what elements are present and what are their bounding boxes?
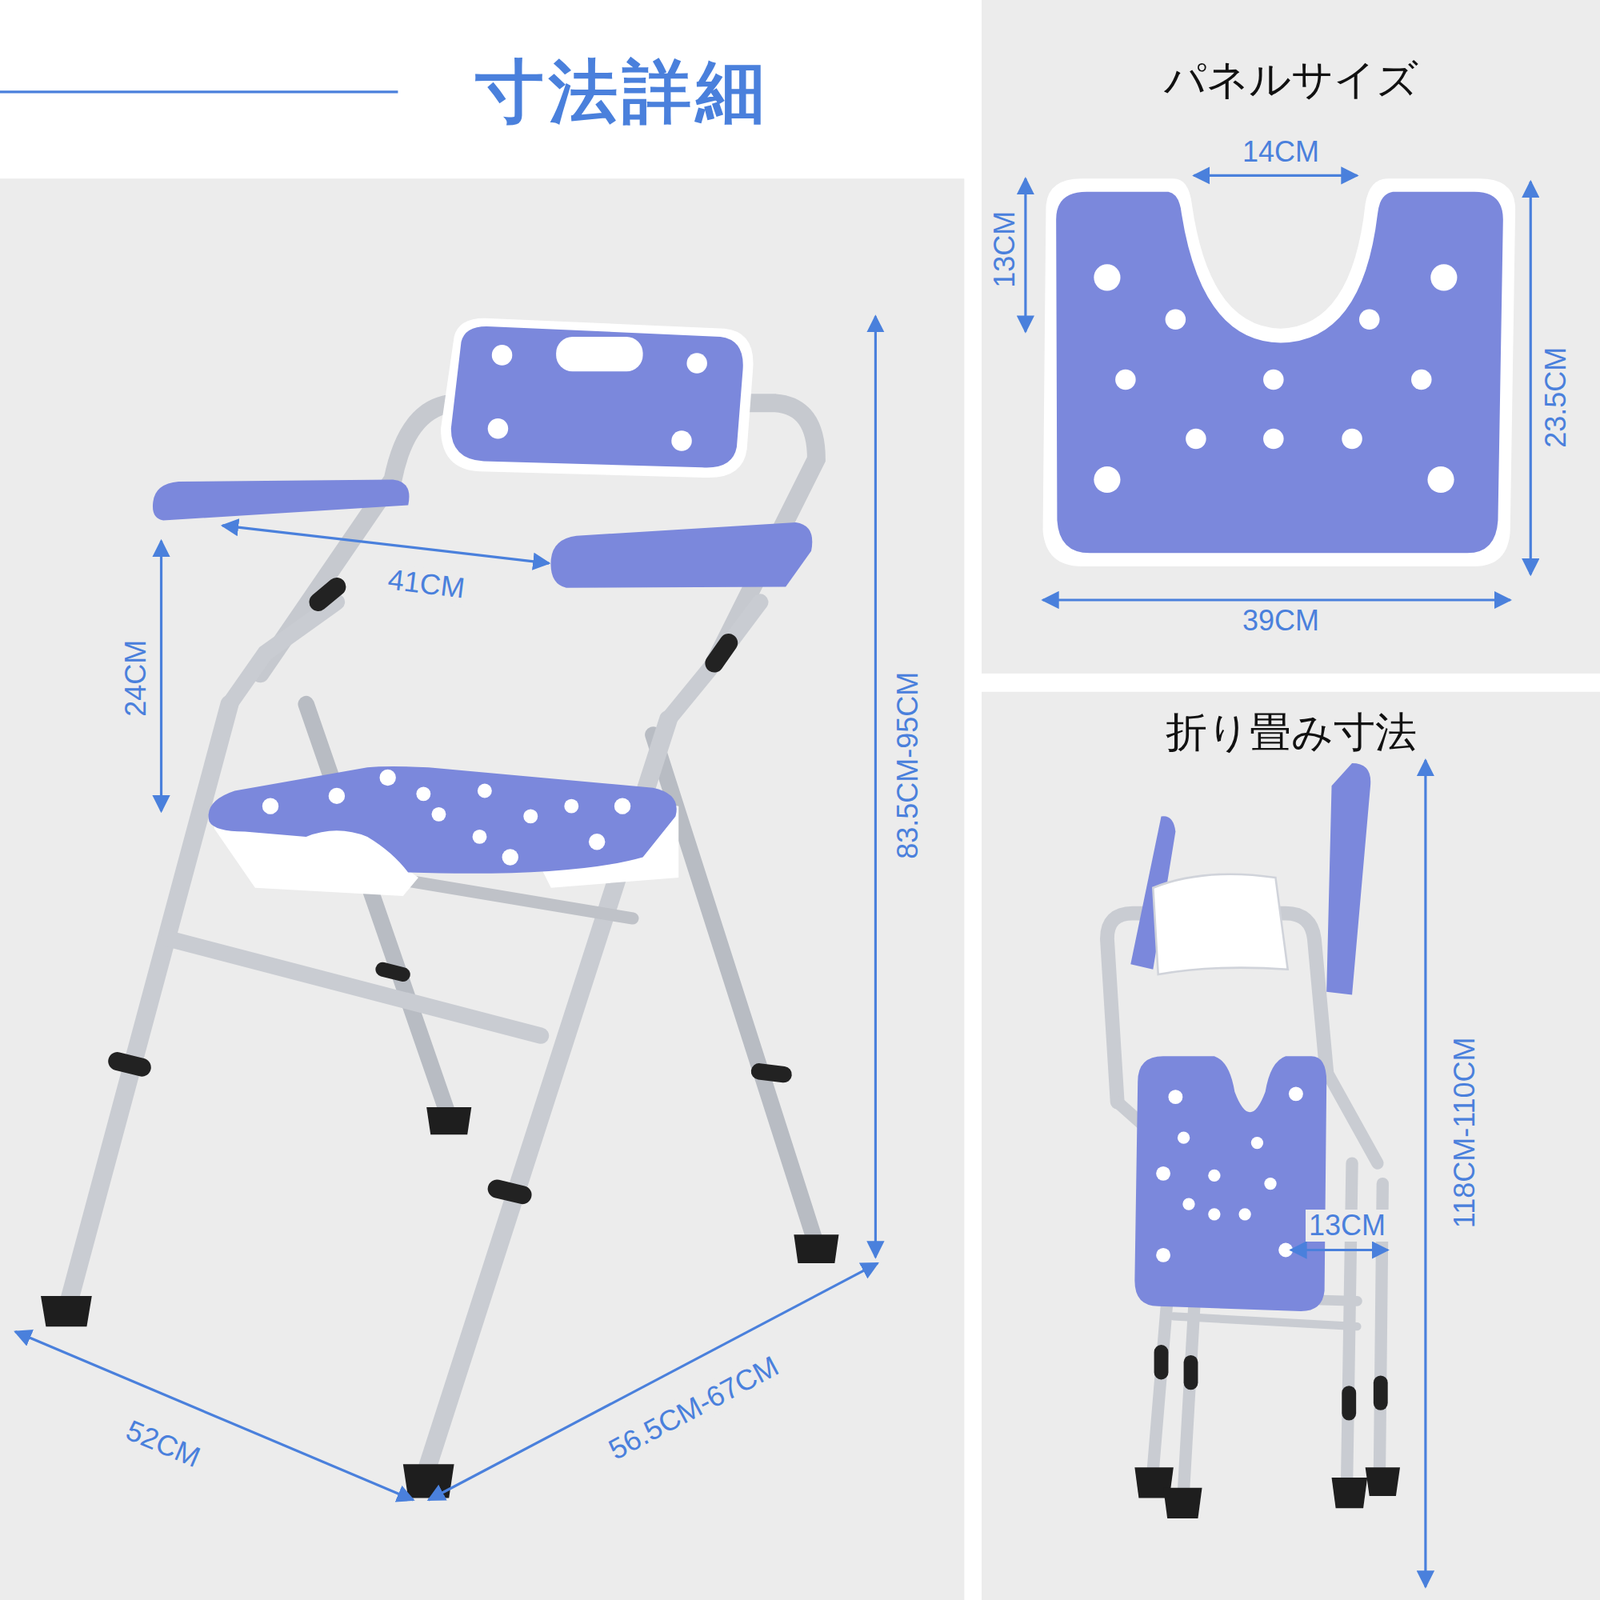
dimension-label: 13CM <box>1305 1209 1389 1242</box>
dimension-label: 24CM <box>120 636 152 720</box>
dimension-label: 23.5CM <box>1540 344 1572 452</box>
page-title: 寸法詳細 <box>475 45 770 140</box>
panel-region: パネルサイズ <box>981 0 1600 674</box>
panel-region: 折り畳み寸法 <box>981 692 1600 1600</box>
dimension-label: 14CM <box>1239 136 1323 168</box>
dimension-label: 39CM <box>1239 604 1323 637</box>
dimension-label: 83.5CM-95CM <box>892 668 924 863</box>
dimension-label: 13CM <box>988 208 1021 292</box>
dimension-label: 118CM-110CM <box>1448 1033 1481 1232</box>
section-heading: 折り畳み寸法 <box>981 704 1600 761</box>
section-heading: パネルサイズ <box>981 52 1600 108</box>
